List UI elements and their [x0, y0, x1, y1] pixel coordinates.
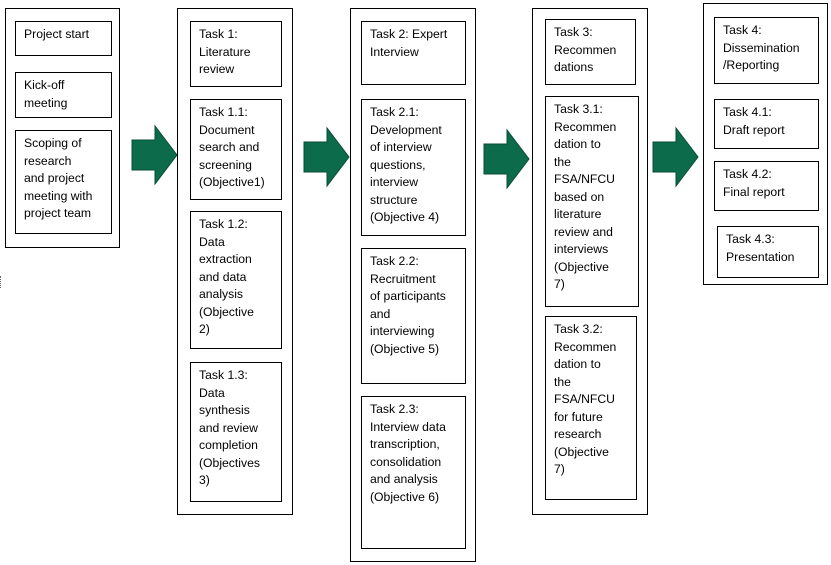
box-project-start: Project start — [15, 21, 112, 56]
box-task-1-2: Task 1.2: Data extraction and data analy… — [190, 211, 282, 349]
arrow-shape — [303, 126, 350, 188]
box-task-3-recommendations: Task 3: Recommen dations — [545, 19, 636, 85]
box-task-4-3: Task 4.3: Presentation — [717, 226, 819, 278]
arrow-shape — [483, 128, 530, 190]
box-task-2-expert-interview: Task 2: Expert Interview — [361, 21, 466, 85]
box-task-1-3: Task 1.3: Data synthesis and review comp… — [190, 362, 282, 502]
box-task-1-literature-review: Task 1: Literature review — [190, 21, 282, 87]
box-task-3-2: Task 3.2: Recommen dation to the FSA/NFC… — [545, 316, 637, 500]
box-task-4-dissemination: Task 4: Dissemination /Reporting — [714, 17, 819, 84]
box-task-2-2: Task 2.2: Recruitment of participants an… — [361, 248, 466, 384]
box-scoping-of-research: Scoping of research and project meeting … — [15, 130, 112, 234]
box-task-4-1: Task 4.1: Draft report — [714, 99, 819, 149]
box-task-2-3: Task 2.3: Interview data transcription, … — [361, 396, 466, 549]
box-task-3-1: Task 3.1: Recommen dation to the FSA/NFC… — [545, 96, 639, 307]
arrow-shape — [131, 124, 178, 186]
arrow-right-icon — [131, 124, 178, 186]
box-kick-off-meeting: Kick-off meeting — [15, 72, 112, 118]
margin-mark — [0, 276, 3, 288]
arrow-right-icon — [652, 126, 699, 188]
box-task-4-2: Task 4.2: Final report — [714, 161, 819, 211]
box-task-2-1: Task 2.1: Development of interview quest… — [361, 99, 466, 236]
arrow-shape — [652, 126, 699, 188]
arrow-right-icon — [303, 126, 350, 188]
arrow-right-icon — [483, 128, 530, 190]
box-task-1-1: Task 1.1: Document search and screening … — [190, 99, 282, 200]
